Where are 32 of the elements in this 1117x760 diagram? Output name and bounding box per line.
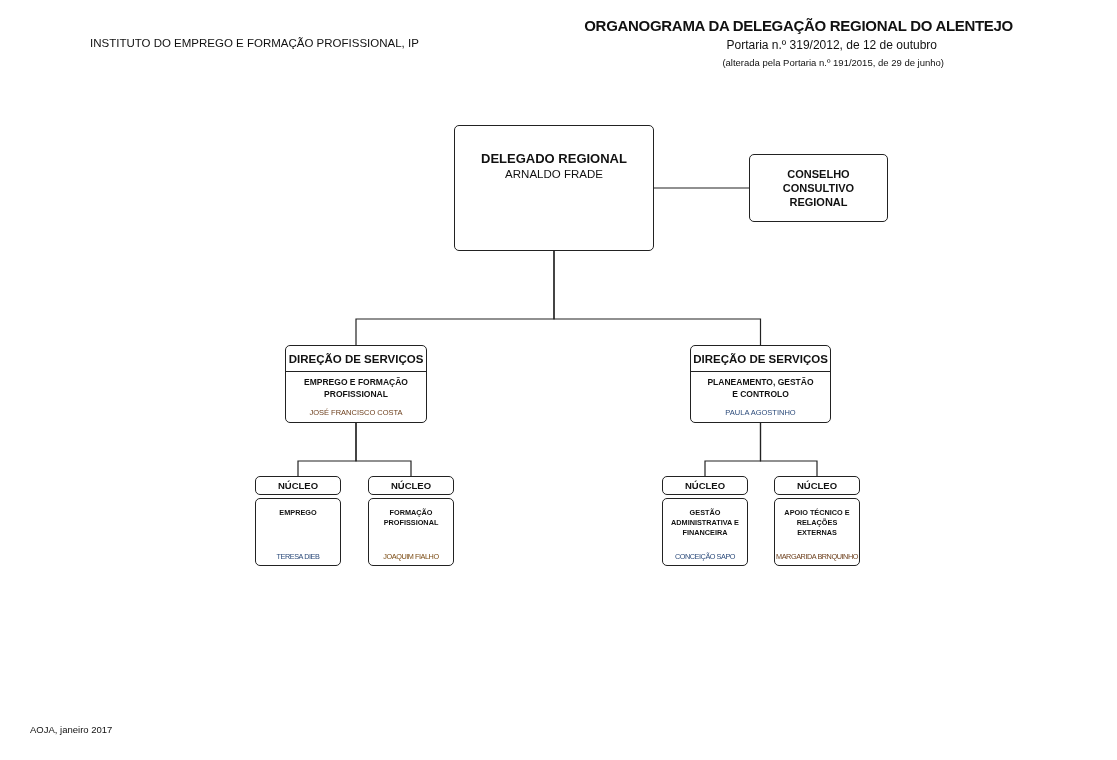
unit-title: PLANEAMENTO, GESTÃO E CONTROLO bbox=[706, 376, 815, 400]
chart-title: ORGANOGRAMA DA DELEGAÇÃO REGIONAL DO ALENTEJO bbox=[584, 17, 1013, 34]
subtitle-note: (alterada pela Portaria n.º 191/2015, de 29 de junho) bbox=[722, 57, 944, 68]
role-title: DIREÇÃO DE SERVIÇOS bbox=[286, 346, 426, 372]
unit-box bbox=[255, 498, 341, 566]
unit-box bbox=[774, 498, 860, 566]
unit-header-box bbox=[662, 476, 748, 495]
unit-box bbox=[662, 498, 748, 566]
unit-title: EMPREGO E FORMAÇÃO PROFISSIONAL bbox=[303, 376, 409, 400]
role-title: DIREÇÃO DE SERVIÇOS bbox=[691, 346, 830, 372]
connector-line bbox=[653, 187, 750, 189]
council-box bbox=[749, 154, 888, 222]
unit-box bbox=[368, 498, 454, 566]
subtitle: Portaria n.º 319/2012, de 12 de outubro bbox=[726, 38, 937, 52]
unit-label: NÚCLEO bbox=[684, 480, 726, 491]
role-title: CONSELHO CONSULTIVO REGIONAL bbox=[781, 167, 856, 209]
unit-label: NÚCLEO bbox=[390, 480, 432, 491]
directorate-box bbox=[285, 345, 427, 423]
unit-header-box bbox=[255, 476, 341, 495]
footer-note: AOJA, janeiro 2017 bbox=[30, 724, 113, 735]
role-title: DELEGADO REGIONAL bbox=[481, 151, 627, 166]
unit-label: NÚCLEO bbox=[796, 480, 838, 491]
unit-header-box bbox=[368, 476, 454, 495]
connector-line bbox=[553, 250, 762, 346]
head-box bbox=[454, 125, 654, 251]
directorate-box bbox=[690, 345, 831, 423]
connector-line bbox=[759, 422, 818, 477]
person-name: ARNALDO FRADE bbox=[505, 168, 603, 180]
unit-header-box bbox=[774, 476, 860, 495]
connector-line bbox=[355, 422, 412, 477]
unit-label: NÚCLEO bbox=[277, 480, 319, 491]
organization-name: INSTITUTO DO EMPREGO E FORMAÇÃO PROFISSIONAL, IP bbox=[90, 37, 419, 49]
